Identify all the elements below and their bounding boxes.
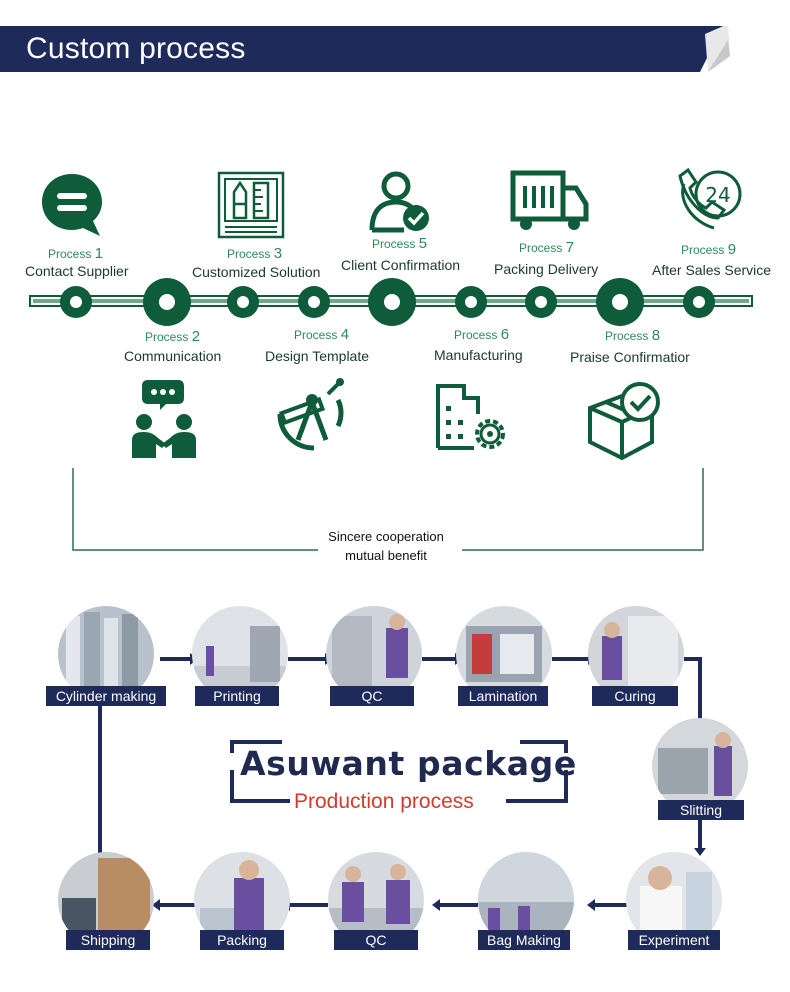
process-6-label: Process 6 — [454, 326, 510, 343]
process-timeline — [29, 278, 753, 551]
box-check-icon — [588, 382, 660, 461]
step-cylinder-making: Cylinder making — [46, 686, 166, 706]
people-talking-icon — [132, 380, 196, 458]
user-check-icon — [369, 171, 429, 233]
step-slitting: Slitting — [658, 800, 744, 820]
brand-subtitle: Production process — [294, 790, 474, 813]
step-packing: Packing — [200, 930, 284, 950]
process-9-name: After Sales Service — [652, 262, 772, 278]
phone-24-icon: 24 — [678, 167, 742, 230]
process-4-name: Design Template — [265, 348, 370, 364]
process-2-label: Process 2 — [145, 328, 201, 345]
process-9-label: Process 9 — [681, 241, 737, 258]
step-qc-bottom: QC — [334, 930, 418, 950]
step-shipping: Shipping — [66, 930, 150, 950]
header-banner — [0, 26, 730, 72]
process-6-name: Manufacturing — [434, 347, 523, 363]
process-3-label: Process 3 — [227, 245, 283, 262]
slitting-photo — [652, 718, 748, 814]
process-3-name: Customized Solution — [192, 264, 321, 280]
process-1-name: Contact Supplier — [25, 263, 129, 279]
process-7-name: Packing Delivery — [494, 261, 599, 277]
motto-line-2: mutual benefit — [345, 548, 427, 563]
step-lamination: Lamination — [458, 686, 548, 706]
factory-gear-icon — [436, 384, 505, 450]
motto-line-1: Sincere cooperation — [328, 529, 444, 544]
process-2-name: Communication — [124, 348, 222, 364]
step-printing: Printing — [195, 686, 279, 706]
design-tools-icon — [217, 171, 285, 239]
motto: Sincere cooperation mutual benefit — [286, 527, 486, 565]
process-7-label: Process 7 — [519, 239, 575, 256]
step-experiment: Experiment — [628, 930, 720, 950]
svg-text:24: 24 — [705, 183, 730, 207]
process-1-label: Process 1 — [48, 245, 104, 262]
page-title: Custom process — [26, 32, 246, 65]
step-bag-making: Bag Making — [478, 930, 570, 950]
delivery-truck-icon — [510, 170, 589, 230]
process-4-label: Process 4 — [294, 326, 350, 343]
step-curing: Curing — [592, 686, 678, 706]
process-5-name: Client Confirmation — [341, 257, 461, 273]
process-8-name: Praise Confirmatior — [570, 349, 690, 365]
brand-title: Asuwant package — [240, 744, 577, 783]
process-5-label: Process 5 — [372, 235, 428, 252]
process-8-label: Process 8 — [605, 327, 661, 344]
chat-bubble-icon — [42, 174, 102, 236]
compass-ruler-icon — [277, 378, 344, 451]
step-qc-top: QC — [330, 686, 414, 706]
